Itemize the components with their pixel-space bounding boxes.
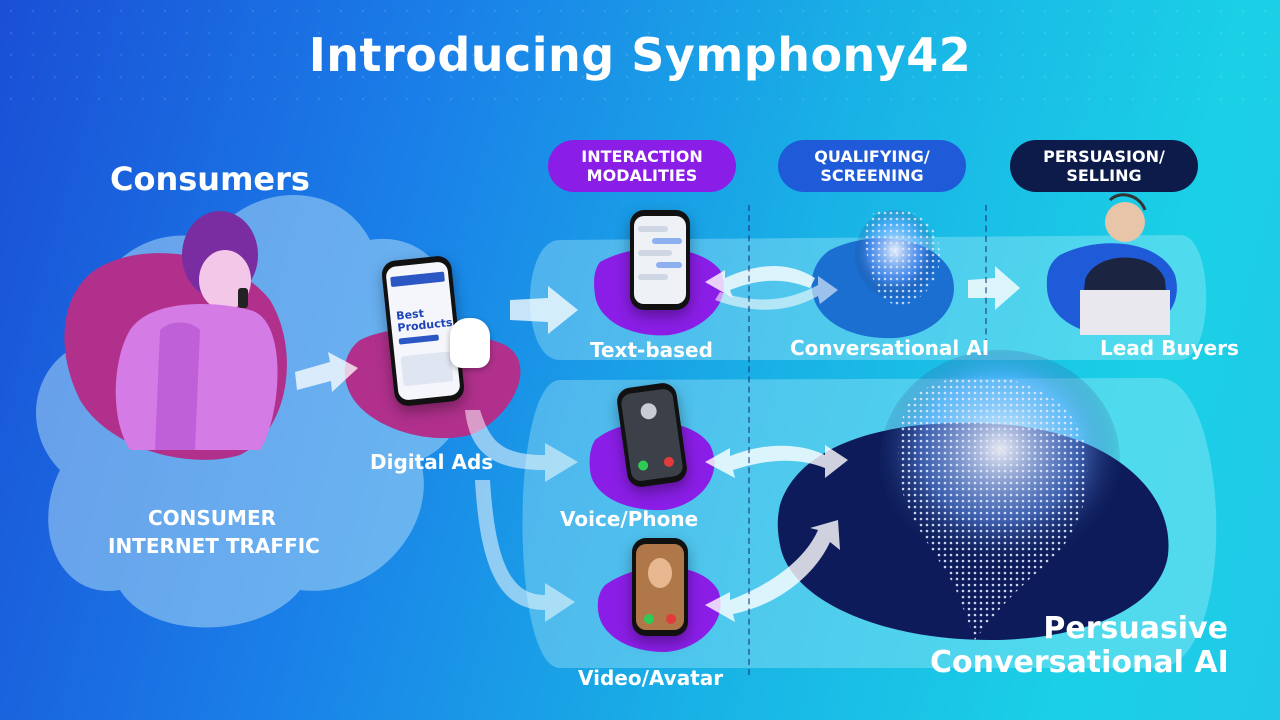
stage-pill-persuasion-line1: PERSUASION/	[1043, 147, 1165, 166]
modality-text-label: Text-based	[590, 338, 713, 362]
arrow-voice-loop	[705, 445, 848, 478]
stage-pill-persuasion: PERSUASION/ SELLING	[1010, 140, 1198, 192]
persuasive-ai-line2: Conversational AI	[930, 645, 1229, 680]
stage-pill-qualifying-line1: QUALIFYING/	[814, 147, 930, 166]
video-phone	[632, 538, 688, 636]
text-phone	[630, 210, 690, 310]
arrow-ai-to-buyers	[968, 266, 1020, 310]
page-title: Introducing Symphony42	[308, 28, 972, 82]
arrow-consumer-to-ads	[295, 352, 358, 392]
flow-arrows	[295, 266, 1020, 622]
small-ai-face	[865, 209, 940, 306]
traffic-label-line2: INTERNET TRAFFIC	[108, 534, 320, 558]
traffic-label: CONSUMER INTERNET TRAFFIC	[108, 504, 320, 560]
persuasive-ai-line1: Persuasive	[1043, 611, 1228, 646]
divider-2	[985, 205, 987, 355]
arrow-text-ai-loop	[705, 266, 815, 298]
stage-pill-persuasion-line2: SELLING	[1066, 166, 1142, 185]
modality-voice-label: Voice/Phone	[560, 507, 699, 531]
traffic-label-line1: CONSUMER	[147, 506, 277, 530]
arrow-ads-to-text	[510, 286, 578, 334]
arrow-ads-to-voice	[465, 410, 578, 482]
stage-pill-interaction-line2: MODALITIES	[586, 166, 698, 185]
consumer-woman-photo	[115, 211, 278, 450]
lead-buyer-photo	[1080, 193, 1170, 335]
tap-hand-icon	[450, 318, 490, 368]
lead-buyers-label: Lead Buyers	[1100, 336, 1239, 360]
large-ai-face	[898, 376, 1088, 640]
arrow-ads-to-video	[475, 480, 575, 622]
divider-1	[748, 205, 750, 675]
digital-ads-label: Digital Ads	[370, 450, 494, 474]
stage-pill-interaction-line1: INTERACTION	[581, 147, 703, 166]
arrow-ai-text-loop	[715, 276, 838, 310]
stage-pill-qualifying: QUALIFYING/ SCREENING	[778, 140, 966, 192]
modality-video-label: Video/Avatar	[578, 666, 724, 690]
consumers-heading: Consumers	[110, 160, 310, 198]
conversational-ai-label: Conversational AI	[790, 336, 990, 360]
persuasive-ai-label: Persuasive Conversational AI	[930, 611, 1229, 680]
stage-pill-qualifying-line2: SCREENING	[820, 166, 924, 185]
stage-pill-interaction: INTERACTION MODALITIES	[548, 140, 736, 192]
dot-pattern	[0, 0, 1280, 120]
arrow-video-loop	[705, 520, 840, 622]
